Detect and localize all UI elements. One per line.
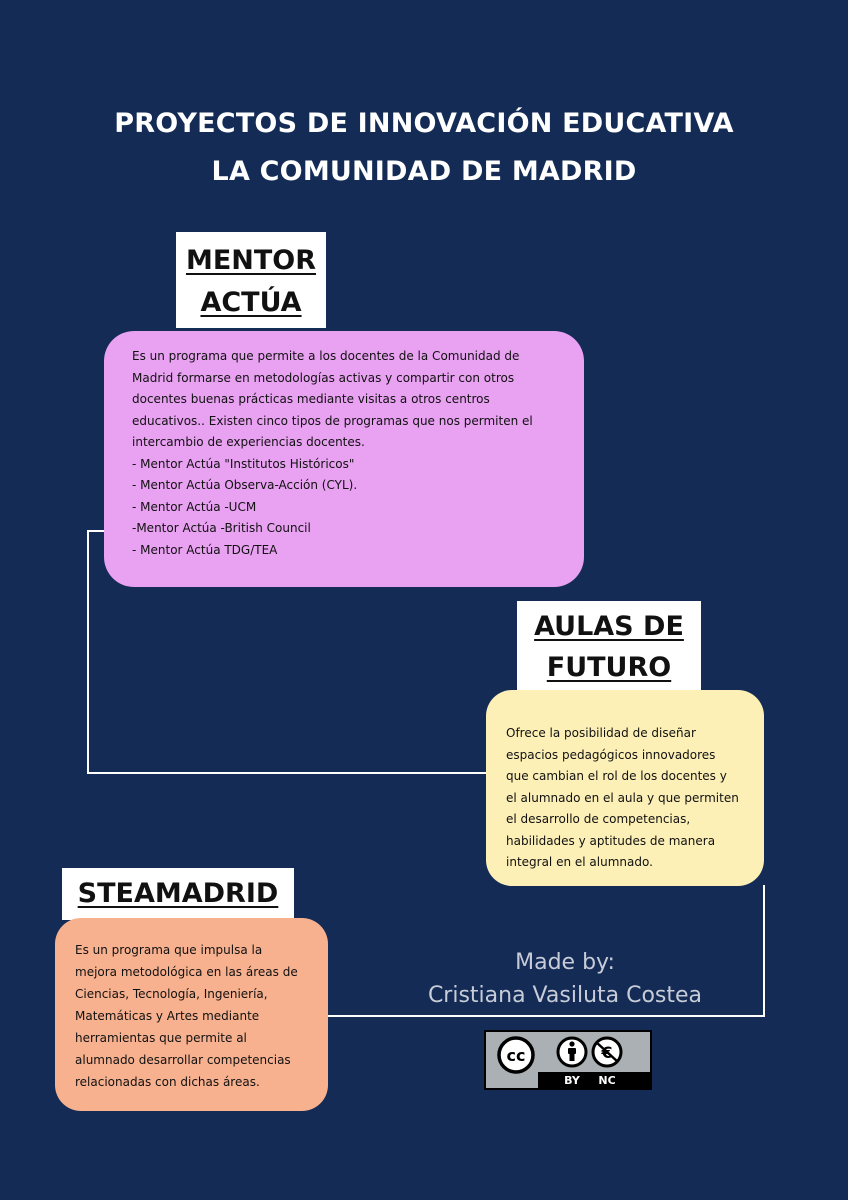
aulas-de-futuro-label: AULAS DE FUTURO <box>517 601 701 691</box>
cc-by-nc-badge: cc € BY NC <box>484 1030 652 1090</box>
mentor-description-line: educativos.. Existen cinco tipos de prog… <box>132 413 533 428</box>
author-credit: Made by: Cristiana Vasiluta Costea <box>405 946 725 1012</box>
steam-description-line: mejora metodológica en las áreas de <box>75 965 298 979</box>
cc-icon-text: cc <box>507 1046 526 1065</box>
mentor-program-item: - Mentor Actúa TDG/TEA <box>132 542 278 557</box>
steam-description-line: Es un programa que impulsa la <box>75 943 263 957</box>
mentor-program-item: - Mentor Actúa Observa-Acción (CYL). <box>132 478 358 492</box>
steamadrid-label-text: STEAMADRID <box>77 878 279 909</box>
aulas-description-line: integral en el alumnado. <box>506 855 653 869</box>
steamadrid-label: STEAMADRID <box>62 868 294 920</box>
credit-author-name: Cristiana Vasiluta Costea <box>427 983 703 1008</box>
steam-description-line: alumnado desarrollar competencias <box>75 1053 291 1067</box>
page-title-line-2: LA COMUNIDAD DE MADRID <box>211 156 637 187</box>
connector-aulas-to-steam <box>328 885 765 1017</box>
aulas-description-line: el desarrollo de competencias, <box>506 812 691 826</box>
credit-made-by: Made by: <box>515 950 615 975</box>
noncommercial-icon: € <box>591 1036 623 1068</box>
mentor-description-line: Es un programa que permite a los docente… <box>132 349 520 363</box>
page-title: PROYECTOS DE INNOVACIÓN EDUCATIVA LA COM… <box>0 100 848 196</box>
mentor-label-line-2: ACTÚA <box>200 287 302 318</box>
page-title-line-1: PROYECTOS DE INNOVACIÓN EDUCATIVA <box>114 108 734 139</box>
mentor-description-line: docentes buenas prácticas mediante visit… <box>132 392 490 406</box>
aulas-label-line-1: AULAS DE <box>534 611 684 642</box>
mentor-program-item: - Mentor Actúa -UCM <box>132 499 257 514</box>
steamadrid-card: Es un programa que impulsa la mejora met… <box>55 918 328 1111</box>
mentor-label-line-1: MENTOR <box>185 245 317 276</box>
mentor-program-item: - Mentor Actúa "Institutos Históricos" <box>132 456 355 471</box>
nc-label: NC <box>598 1074 615 1087</box>
mentor-actua-card: Es un programa que permite a los docente… <box>104 331 584 587</box>
aulas-description-line: el alumnado en el aula y que permiten <box>506 790 739 805</box>
attribution-person-icon <box>556 1036 588 1068</box>
aulas-label-line-2: FUTURO <box>546 652 672 683</box>
aulas-description-line: Ofrece la posibilidad de diseñar <box>506 726 696 740</box>
steam-description-line: herramientas que permite al <box>75 1031 247 1045</box>
steam-description-line: Ciencias, Tecnología, Ingeniería, <box>75 987 268 1001</box>
steam-description-line: relacionadas con dichas áreas. <box>75 1075 260 1089</box>
aulas-description-line: que cambian el rol de los docentes y <box>506 769 727 783</box>
mentor-description-line: intercambio de experiencias docentes. <box>132 435 365 449</box>
by-label: BY <box>564 1074 581 1087</box>
aulas-de-futuro-card: Ofrece la posibilidad de diseñar espacio… <box>486 690 764 886</box>
connector-mentor-to-aulas <box>87 530 486 774</box>
cc-icon: cc <box>497 1036 535 1074</box>
steam-description-line: Matemáticas y Artes mediante <box>75 1009 260 1023</box>
cc-badge-graphic: cc € BY NC <box>486 1032 650 1088</box>
aulas-description-line: espacios pedagógicos innovadores <box>506 747 716 762</box>
aulas-description-line: habilidades y aptitudes de manera <box>506 833 716 848</box>
mentor-actua-label: MENTOR ACTÚA <box>176 232 326 328</box>
mentor-program-item: -Mentor Actúa -British Council <box>132 521 311 535</box>
mentor-description-line: Madrid formarse en metodologías activas … <box>132 370 515 385</box>
